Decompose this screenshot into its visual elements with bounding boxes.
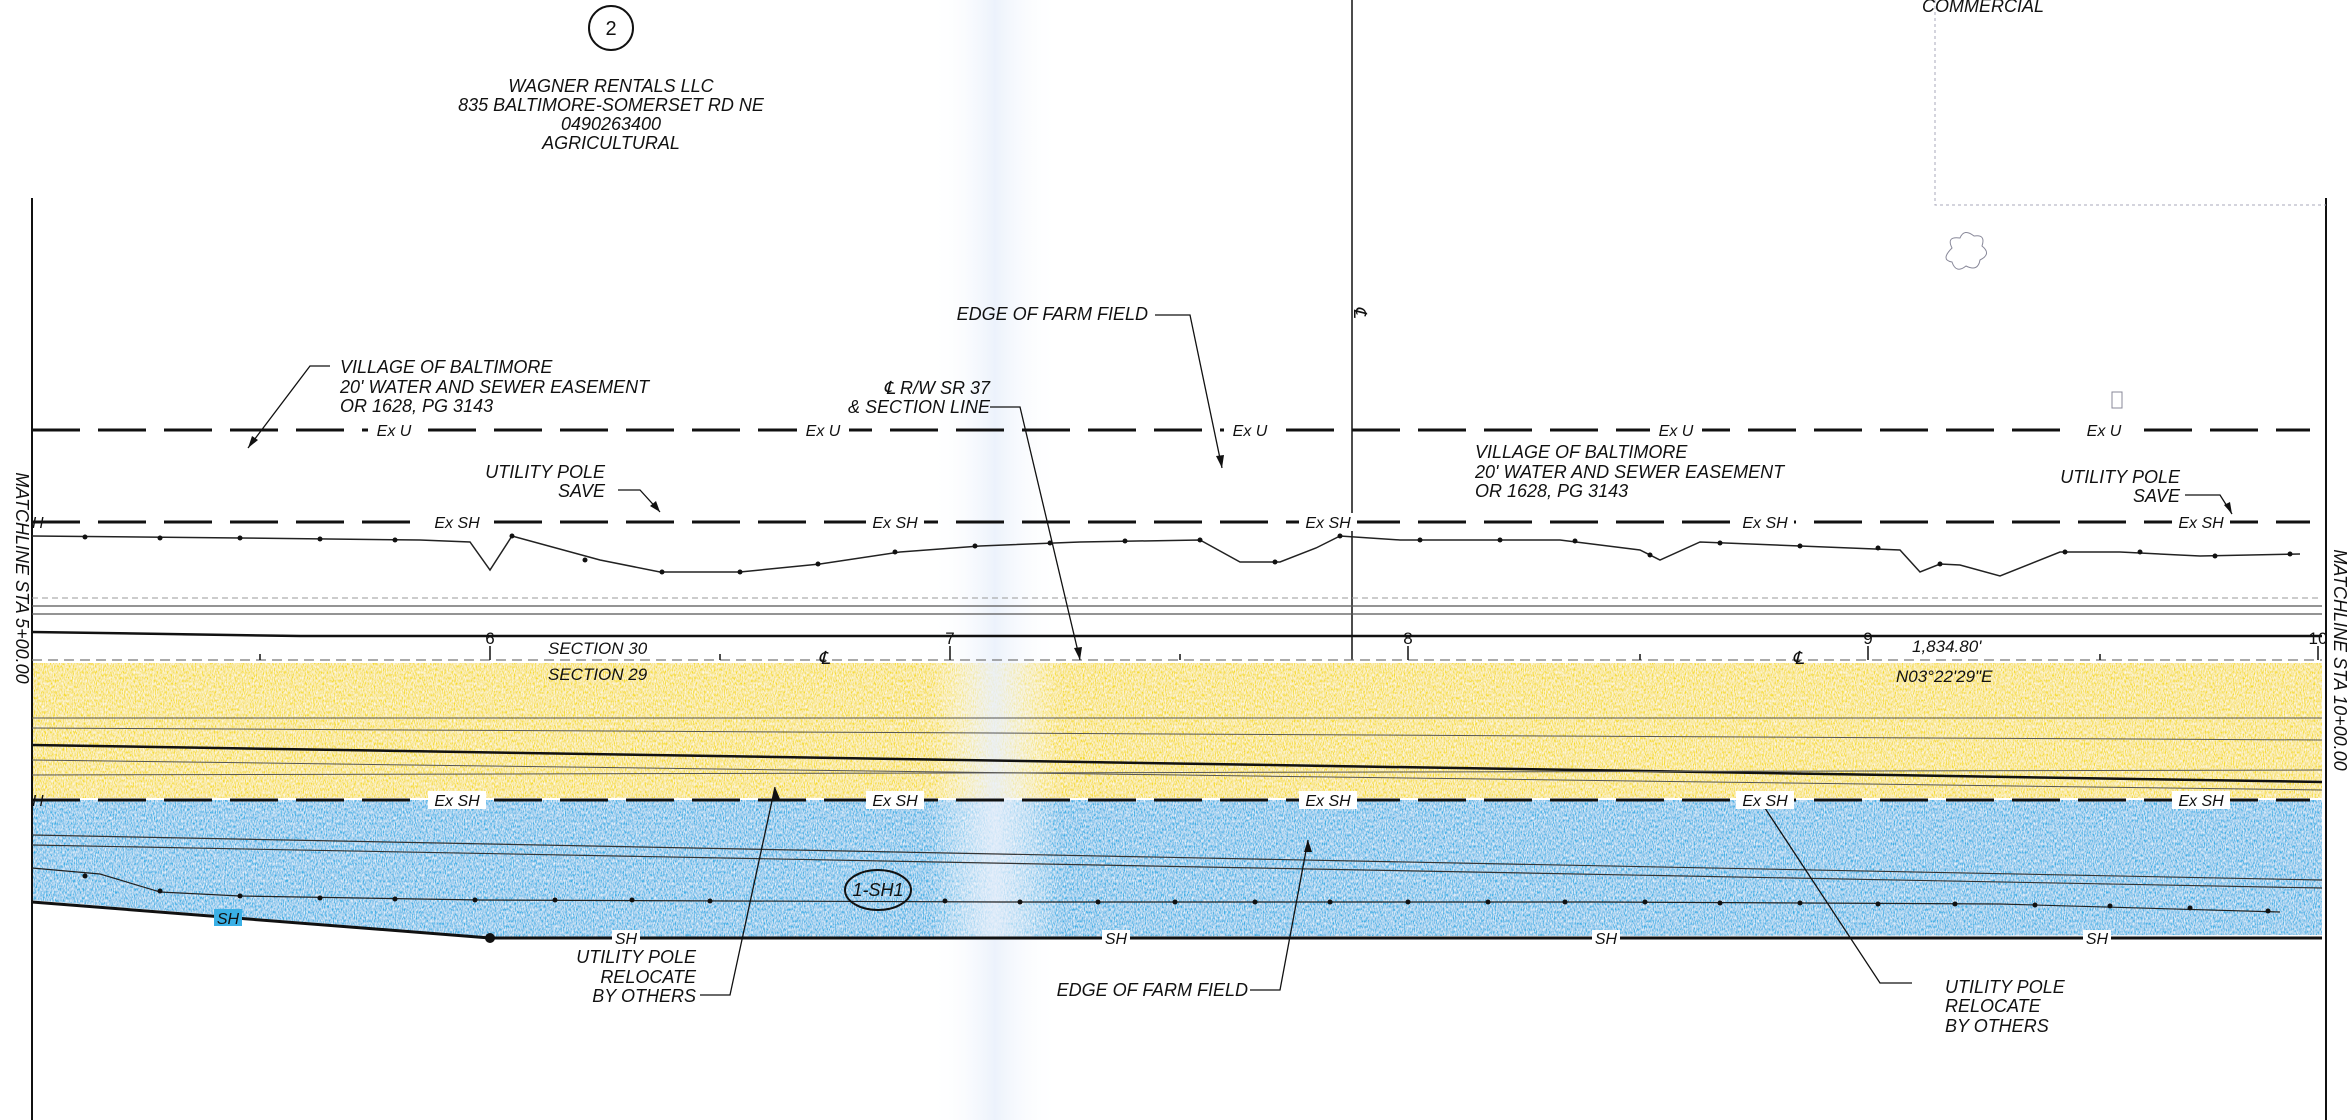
utility-pole-save-left: UTILITY POLE SAVE xyxy=(485,462,606,501)
station-8: 8 xyxy=(1403,629,1412,648)
fence-points-lower xyxy=(82,873,2271,914)
sh-label: SH xyxy=(615,931,638,948)
fence-points-upper xyxy=(82,533,2293,575)
sheet-number-circle xyxy=(588,5,634,51)
ex-u-label: Ex U xyxy=(1659,423,1694,440)
owner-name: WAGNER RENTALS LLC xyxy=(508,76,714,96)
easement-left-line-3: OR 1628, PG 3143 xyxy=(340,396,493,416)
sheet-number: 2 xyxy=(605,18,616,40)
shoulder-end-label: H xyxy=(32,515,44,532)
centerline-callout: ℄ R/W SR 37 & SECTION LINE xyxy=(848,378,991,417)
ex-sh-label: Ex SH xyxy=(434,515,480,532)
leader-arrowheads xyxy=(248,436,2232,852)
section-30-label: SECTION 30 xyxy=(548,639,648,658)
utility-pole-save-right-2: SAVE xyxy=(2133,486,2181,506)
pavement-line-2 xyxy=(31,727,2323,741)
owner-block-top: WAGNER RENTALS LLC 835 BALTIMORE-SOMERSE… xyxy=(458,76,765,153)
station-labels: 6 7 8 9 10 xyxy=(485,629,2327,648)
edge-of-farm-field-top-label: EDGE OF FARM FIELD xyxy=(957,304,1148,324)
edge-of-farm-field-lower xyxy=(31,867,2281,913)
ex-sh-label: Ex SH xyxy=(1305,793,1351,810)
centerline-symbols: ℄ ℄ ℄ xyxy=(818,306,1804,668)
cl-symbol-2: ℄ xyxy=(1792,648,1804,668)
ex-sh-label: Ex SH xyxy=(2178,515,2224,532)
ex-sh-label: Ex SH xyxy=(1305,515,1351,532)
tag-1-sh1: 1-SH1 xyxy=(852,880,903,900)
utility-pole-relocate-right-1: UTILITY POLE xyxy=(1945,977,2066,997)
scan-fold xyxy=(930,0,1060,1120)
utility-pole-save-left-1: UTILITY POLE xyxy=(485,462,606,482)
easement-right-line-3: OR 1628, PG 3143 xyxy=(1475,481,1628,501)
bearing-direction: N03°22'29"E xyxy=(1896,667,1993,686)
owner-address: 835 BALTIMORE-SOMERSET RD NE xyxy=(458,95,765,115)
utility-pole-relocate-right-3: BY OTHERS xyxy=(1945,1016,2049,1036)
sh-label: SH xyxy=(1105,931,1128,948)
owner-use: AGRICULTURAL xyxy=(541,133,680,153)
ex-sh-lower-labels: Ex SH Ex SH Ex SH Ex SH Ex SH H xyxy=(32,791,2230,810)
ex-u-label: Ex U xyxy=(806,423,841,440)
easement-right-line-2: 20' WATER AND SEWER EASEMENT xyxy=(1474,462,1786,482)
station-6: 6 xyxy=(485,629,494,648)
utility-pole-relocate-left-2: RELOCATE xyxy=(600,967,697,987)
ex-sh-upper-labels: Ex SH Ex SH Ex SH Ex SH Ex SH H xyxy=(32,513,2230,532)
utility-pole-save-left-2: SAVE xyxy=(558,481,606,501)
ex-sh-label: Ex SH xyxy=(2178,793,2224,810)
station-10: 10 xyxy=(2309,629,2328,648)
ex-u-label: Ex U xyxy=(377,423,412,440)
station-9: 9 xyxy=(1863,629,1872,648)
cl-symbol-1: ℄ xyxy=(818,648,830,668)
easement-left-line-2: 20' WATER AND SEWER EASEMENT xyxy=(339,377,651,397)
ex-sh-label: Ex SH xyxy=(872,793,918,810)
ditch-line-1 xyxy=(31,834,2323,881)
ex-u-label: Ex U xyxy=(1233,423,1268,440)
ex-sh-label: Ex SH xyxy=(1742,515,1788,532)
easement-callout-right: VILLAGE OF BALTIMORE 20' WATER AND SEWER… xyxy=(1474,442,1786,501)
sh-labels: SH SH SH SH SH xyxy=(214,909,2111,948)
easement-right-line-1: VILLAGE OF BALTIMORE xyxy=(1475,442,1688,462)
blue-shoulder-fill xyxy=(32,800,2322,937)
easement-callout-left: VILLAGE OF BALTIMORE 20' WATER AND SEWER… xyxy=(339,357,651,416)
easement-left-line-1: VILLAGE OF BALTIMORE xyxy=(340,357,553,377)
utility-pole-save-right: UTILITY POLE SAVE xyxy=(2060,467,2181,506)
right-matchline-label: MATCHLINE STA 10+00.00 xyxy=(2330,549,2350,770)
sh-label: SH xyxy=(217,911,240,928)
centerline-label-2: & SECTION LINE xyxy=(848,397,991,417)
utility-pole-save-right-1: UTILITY POLE xyxy=(2060,467,2181,487)
centerline-sr37 xyxy=(31,630,2322,638)
bearing-distance: 1,834.80' xyxy=(1912,637,1982,656)
edge-of-farm-field-bottom-label: EDGE OF FARM FIELD xyxy=(1057,980,1248,1000)
survey-marks xyxy=(1945,232,2123,409)
centerline-label-1: ℄ R/W SR 37 xyxy=(883,378,991,398)
sh-label: SH xyxy=(2086,931,2109,948)
station-7: 7 xyxy=(945,629,954,648)
owner-use-commercial: COMMERCIAL xyxy=(1922,0,2044,16)
tag-ellipse xyxy=(844,869,912,911)
owner-parcel: 0490263400 xyxy=(561,114,661,134)
cl-symbol-3: ℄ xyxy=(1350,306,1370,318)
utility-pole-relocate-right-2: RELOCATE xyxy=(1945,996,2042,1016)
ex-sh-label: Ex SH xyxy=(1742,793,1788,810)
ex-sh-label: Ex SH xyxy=(434,793,480,810)
ex-u-labels: Ex U Ex U Ex U Ex U Ex U xyxy=(368,421,2130,440)
sh-label: SH xyxy=(1595,931,1618,948)
ditch-line-2 xyxy=(31,844,2323,889)
commercial-parcel-outline xyxy=(1934,0,2326,206)
left-matchline-label: MATCHLINE STA 5+00.00 xyxy=(12,472,32,683)
pavement-line-3 xyxy=(31,759,2323,791)
section-29-label: SECTION 29 xyxy=(548,665,648,684)
pavement-line-4 xyxy=(31,769,2323,776)
edge-of-pavement xyxy=(31,743,2323,784)
utility-pole-relocate-left-3: BY OTHERS xyxy=(592,986,696,1006)
pole-relocate-point xyxy=(485,933,495,943)
station-ticks xyxy=(259,646,2319,660)
ex-u-label: Ex U xyxy=(2087,423,2122,440)
utility-pole-relocate-right: UTILITY POLE RELOCATE BY OTHERS xyxy=(1945,977,2066,1036)
utility-pole-relocate-left: UTILITY POLE RELOCATE BY OTHERS xyxy=(576,947,697,1006)
edge-of-farm-field-upper xyxy=(31,535,2301,577)
ex-sh-label: Ex SH xyxy=(872,515,918,532)
shoulder-end-label: H xyxy=(32,793,44,810)
utility-pole-relocate-left-1: UTILITY POLE xyxy=(576,947,697,967)
